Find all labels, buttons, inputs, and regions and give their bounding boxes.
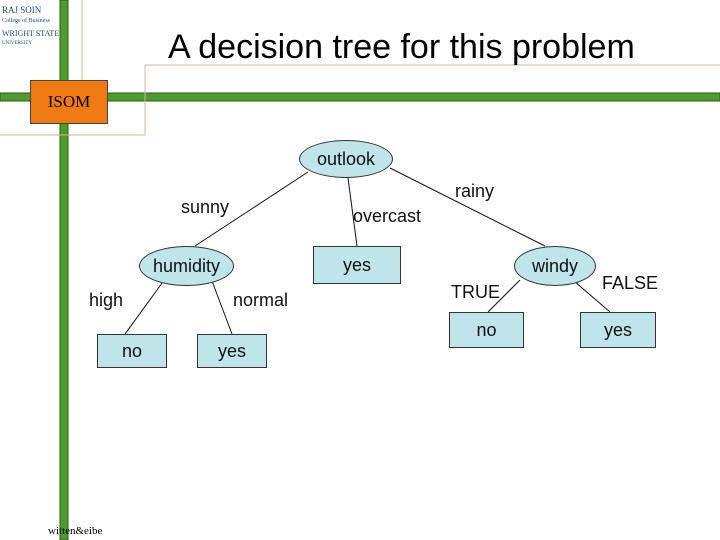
slide-title: A decision tree for this problem (168, 28, 635, 66)
college-logo: RAJ SOIN College of Business WRIGHT STAT… (2, 5, 60, 70)
node-outlook: outlook (299, 140, 393, 178)
edge-outlook-humidity (194, 171, 309, 247)
leaf-no-true: no (449, 312, 524, 348)
edge-windy-no (487, 279, 521, 313)
top-rail (0, 92, 720, 102)
tree-edges (124, 167, 611, 335)
edge-label-overcast: overcast (353, 206, 422, 226)
edge-label-sunny: sunny (181, 197, 230, 217)
edge-outlook-yes (347, 177, 358, 247)
leaf-yes-normal: yes (197, 334, 267, 368)
edge-label-normal: normal (233, 290, 289, 310)
leaf-yes-false: yes (580, 312, 656, 348)
edge-label-rainy: rainy (455, 181, 495, 201)
edge-outlook-windy (389, 167, 546, 247)
edge-label-true: TRUE (451, 282, 500, 302)
edge-label-false: FALSE (602, 273, 659, 293)
node-windy: windy (514, 246, 596, 286)
isom-badge (30, 80, 108, 124)
logo-line-4: UNIVERSITY (2, 41, 32, 46)
edge-humidity-yes (211, 280, 233, 335)
isom-badge-label: ISOM (47, 92, 91, 111)
edge-windy-yes (573, 280, 611, 313)
edge-humidity-no (124, 278, 166, 335)
edge-label-high: high (89, 290, 124, 310)
left-rail (59, 0, 69, 540)
logo-line-2: College of Business (2, 18, 50, 24)
logo-line-1: RAJ SOIN (2, 5, 42, 15)
leaf-yes-overcast: yes (313, 246, 401, 284)
node-humidity: humidity (139, 246, 234, 286)
leaf-no-high: no (97, 334, 167, 368)
footer-credit: witten&eibe (48, 525, 103, 537)
logo-line-3: WRIGHT STATE (2, 29, 60, 38)
